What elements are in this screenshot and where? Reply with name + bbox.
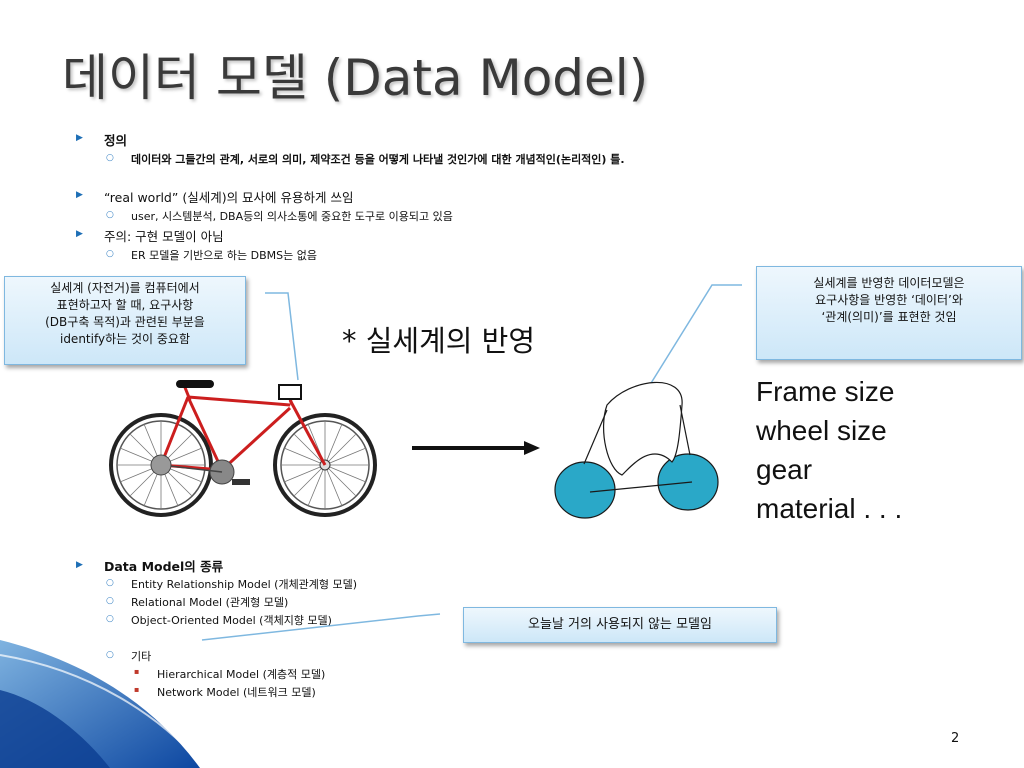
bullet-caution: 주의: 구현 모델이 아님: [104, 229, 224, 244]
attribute-list: Frame size wheel size gear material . . …: [756, 372, 902, 528]
callout-right-line: ‘관계(의미)’를 표현한 것임: [821, 310, 957, 324]
attribute-material: material . . .: [756, 493, 903, 524]
attribute-frame-size: Frame size: [756, 376, 895, 407]
circle-bullet-icon: ○: [106, 650, 114, 660]
callout-right-line: 요구사항을 반영한 ‘데이터’와: [815, 293, 963, 307]
callout-left-line: 표현하고자 할 때, 요구사항: [56, 298, 194, 312]
triangle-bullet-icon: ▶: [76, 560, 83, 570]
attribute-wheel-size: wheel size: [756, 415, 887, 446]
bicycle-frame: [159, 384, 327, 472]
right-arrow-icon: [412, 441, 540, 455]
bicycle-handlebar: [278, 384, 302, 400]
circle-bullet-icon: ○: [106, 614, 114, 624]
others-heading: 기타: [131, 650, 152, 663]
attribute-gear: gear: [756, 454, 813, 485]
bicycle-saddle: [176, 380, 214, 388]
slide-title: 데이터 모델 (Data Model): [62, 49, 649, 107]
bullet-types-heading: Data Model의 종류: [104, 559, 224, 574]
callout-right: 실세계를 반영한 데이터모델은 요구사항을 반영한 ‘데이터’와 ‘관계(의미)…: [756, 266, 1022, 360]
bullet-definition: 정의: [104, 133, 128, 148]
callout-left-line: 실세계 (자전거)를 컴퓨터에서: [50, 281, 200, 295]
callout-bottom-connector: [201, 613, 441, 641]
callout-left-line: identify하는 것이 중요함: [59, 332, 190, 346]
circle-bullet-icon: ○: [106, 596, 114, 606]
bullet-definition-text: 데이터와 그들간의 관계, 서로의 의미, 제약조건 등을 어떻게 나타낼 것인…: [131, 153, 625, 166]
triangle-bullet-icon: ▶: [76, 190, 83, 200]
reflect-label: * 실세계의 반영: [342, 324, 536, 358]
model-frame: [603, 381, 683, 476]
triangle-bullet-icon: ▶: [76, 133, 83, 143]
callout-bottom: 오늘날 거의 사용되지 않는 모델임: [463, 607, 777, 643]
callout-right-connector: [647, 284, 742, 389]
callout-left-line: (DB구축 목적)과 관련된 부분을: [45, 315, 205, 329]
callout-left-connector: [265, 292, 299, 381]
bullet-caution-sub: ER 모델을 기반으로 하는 DBMS는 없음: [131, 249, 318, 262]
type-item: Relational Model (관계형 모델): [131, 596, 289, 609]
circle-bullet-icon: ○: [106, 210, 114, 220]
circle-bullet-icon: ○: [106, 249, 114, 259]
bullet-real-world-sub: user, 시스템분석, DBA등의 의사소통에 중요한 도구로 이용되고 있음: [131, 210, 453, 223]
triangle-bullet-icon: ▶: [76, 229, 83, 239]
circle-bullet-icon: ○: [106, 153, 114, 163]
callout-right-line: 실세계를 반영한 데이터모델은: [813, 276, 965, 290]
model-drawing: [554, 381, 719, 519]
square-bullet-icon: ▪: [134, 685, 140, 694]
others-item: Network Model (네트워크 모델): [157, 686, 316, 699]
bullet-real-world: “real world” (실세계)의 묘사에 유용하게 쓰임: [104, 190, 354, 205]
square-bullet-icon: ▪: [134, 667, 140, 676]
callout-left: 실세계 (자전거)를 컴퓨터에서 표현하고자 할 때, 요구사항 (DB구축 목…: [4, 276, 246, 365]
bicycle-icon: [109, 380, 377, 517]
circle-bullet-icon: ○: [106, 578, 114, 588]
type-item: Entity Relationship Model (개체관계형 모델): [131, 578, 358, 591]
others-item: Hierarchical Model (계층적 모델): [157, 668, 326, 681]
page-number: 2: [951, 731, 960, 746]
type-item: Object-Oriented Model (객체지향 모델): [131, 614, 332, 627]
